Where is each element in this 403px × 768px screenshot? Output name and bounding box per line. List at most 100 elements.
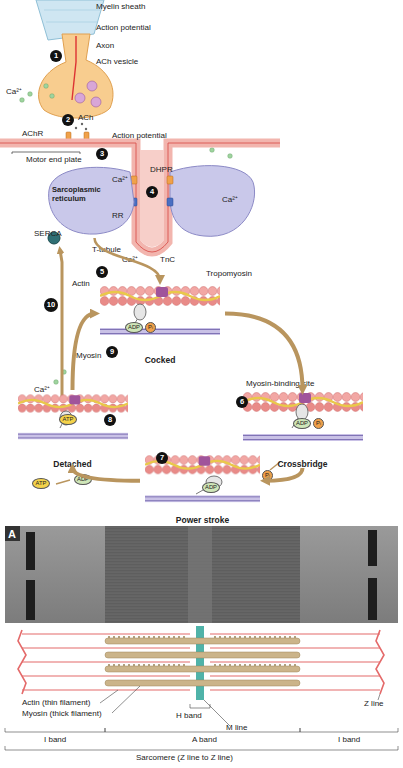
m-line bbox=[196, 626, 204, 700]
exchange-arrow bbox=[56, 480, 70, 484]
part-label: Myelin sheath bbox=[96, 3, 145, 11]
cycle-arrow bbox=[73, 314, 96, 390]
callout-text: 7 bbox=[160, 454, 164, 462]
part-label: Axon bbox=[96, 42, 114, 50]
part-label: Ca²⁺ bbox=[122, 256, 138, 264]
part-label: TnC bbox=[160, 256, 175, 264]
a-band-image bbox=[105, 526, 300, 623]
callout-number: 1 bbox=[50, 50, 62, 62]
reuptake-arrow bbox=[60, 250, 62, 400]
dhpr bbox=[131, 176, 173, 184]
part-label: SERCA bbox=[34, 230, 62, 238]
z-line-image bbox=[26, 532, 35, 570]
callout-text: 6 bbox=[240, 398, 244, 406]
action-potential-line bbox=[72, 36, 76, 100]
crossbridge-state: Crossbridge ADP Pᵢ bbox=[235, 390, 370, 468]
callout-text: 4 bbox=[150, 188, 154, 196]
part-label: M line bbox=[226, 724, 247, 732]
molecule-chip: ATP bbox=[32, 478, 50, 489]
actin-filaments bbox=[18, 630, 384, 694]
part-label: A band bbox=[192, 736, 217, 744]
callout-text: 8 bbox=[108, 416, 112, 424]
molecule-text: ADP bbox=[77, 477, 89, 483]
ryanodine-receptor bbox=[131, 198, 173, 206]
part-label: RR bbox=[112, 212, 124, 220]
molecule-chip: ADP bbox=[125, 322, 143, 333]
action-potential-line bbox=[0, 143, 280, 252]
molecule-text: ADP bbox=[296, 421, 308, 427]
part-label: I band bbox=[44, 736, 66, 744]
part-label: Z line bbox=[364, 700, 384, 708]
sarcolemma bbox=[0, 143, 280, 252]
molecule-text: Pᵢ bbox=[265, 473, 270, 479]
part-label: Ca²⁺ bbox=[112, 176, 128, 184]
sarcomere-filaments bbox=[18, 394, 128, 439]
part-label: T-tubule bbox=[92, 246, 121, 254]
molecule-chip: Pᵢ bbox=[313, 418, 324, 429]
cycle-arrow bbox=[265, 468, 303, 481]
leader-lines bbox=[5, 686, 398, 750]
part-label: Actin bbox=[72, 280, 90, 288]
part-label: DHPR bbox=[150, 166, 173, 174]
part-label: Action potential bbox=[112, 132, 167, 140]
myosin-heads bbox=[60, 304, 308, 494]
molecule-text: ATP bbox=[36, 481, 47, 487]
cycle-arrow bbox=[225, 314, 303, 390]
part-label: ACh vesicle bbox=[96, 58, 138, 66]
sr-outline bbox=[49, 167, 134, 234]
callout-number: 4 bbox=[146, 186, 158, 198]
myosin-filaments bbox=[105, 638, 300, 686]
callout-text: 9 bbox=[110, 348, 114, 356]
part-label: Myosin (thick filament) bbox=[22, 710, 102, 718]
cycle-arrow bbox=[95, 238, 161, 280]
callout-text: 10 bbox=[47, 301, 55, 309]
part-label: Actin (thin filament) bbox=[22, 699, 90, 707]
callout-number: 8 bbox=[104, 414, 116, 426]
callout-text: 2 bbox=[66, 116, 70, 124]
molecule-text: Pᵢ bbox=[316, 421, 321, 427]
molecule-chip: ADP bbox=[293, 418, 311, 429]
molecule-chip: ATP bbox=[59, 414, 77, 425]
state-heading: Power stroke bbox=[140, 516, 265, 525]
part-label: Ca²⁺ bbox=[34, 386, 50, 394]
callout-text: 1 bbox=[54, 52, 58, 60]
part-label: AChR bbox=[22, 130, 43, 138]
molecule-text: Pᵢ bbox=[148, 325, 153, 331]
sarcomere-filaments bbox=[100, 286, 220, 335]
state-heading: Crossbridge bbox=[235, 460, 370, 469]
part-label: Myosin bbox=[76, 352, 101, 360]
bracket bbox=[12, 152, 80, 154]
sarcoplasmic-reticulum: Sarcoplasmic reticulum bbox=[46, 166, 143, 238]
callout-number: 3 bbox=[96, 148, 108, 160]
sarcoplasmic-reticulum bbox=[170, 166, 255, 237]
callout-number: 5 bbox=[96, 266, 108, 278]
molecule-chip: Pᵢ bbox=[262, 470, 273, 481]
part-label: Myosin-binding site bbox=[246, 380, 314, 388]
part-label: ACh bbox=[78, 114, 94, 122]
callout-number: 10 bbox=[44, 298, 58, 312]
molecule-text: ADP bbox=[128, 325, 140, 331]
myosin-heads bbox=[108, 637, 298, 665]
ach bbox=[75, 123, 87, 130]
callout-number: 9 bbox=[106, 346, 118, 358]
state-heading: Detached bbox=[15, 460, 130, 469]
part-label: Tropomyosin bbox=[206, 270, 252, 278]
part-label: Motor end plate bbox=[26, 156, 82, 164]
sarcomere-filaments bbox=[243, 392, 363, 441]
callout-text: 5 bbox=[100, 268, 104, 276]
part-label: Action potential bbox=[96, 24, 151, 32]
callout-number: 7 bbox=[156, 452, 168, 464]
part-label: Ca²⁺ bbox=[6, 88, 22, 96]
part-label: Ca²⁺ bbox=[222, 196, 238, 204]
crossbridge-state: Power stroke ADP bbox=[140, 452, 265, 524]
callout-number: 2 bbox=[62, 114, 74, 126]
part-label: H band bbox=[176, 712, 202, 720]
part-label: I band bbox=[338, 736, 360, 744]
molecule-chip: Pᵢ bbox=[145, 322, 156, 333]
organelle-label: Sarcoplasmic reticulum bbox=[52, 186, 114, 203]
molecule-text: ADP bbox=[205, 485, 217, 491]
panel-tag bbox=[5, 526, 20, 541]
molecule-text: ATP bbox=[63, 417, 74, 423]
